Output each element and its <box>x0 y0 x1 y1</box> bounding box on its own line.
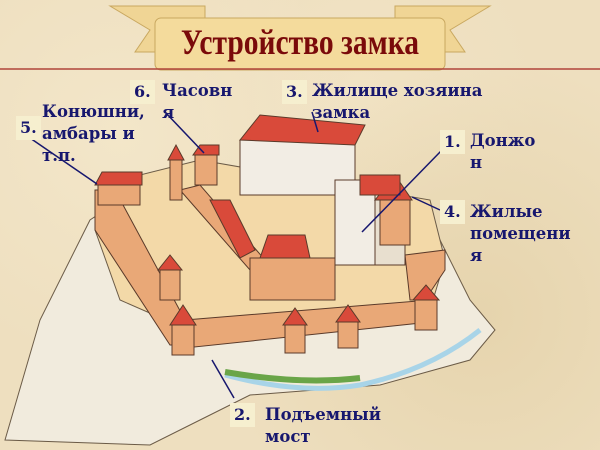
label-donjon: Донжо н <box>470 131 536 172</box>
label-number-living-quarters: 4. <box>440 200 465 224</box>
chapel <box>192 144 220 186</box>
label-number-chapel: 6. <box>130 80 155 104</box>
arrow-chapel <box>164 111 205 154</box>
arrow-drawbridge <box>211 359 235 399</box>
label-chapel: Часовн я <box>162 81 233 122</box>
pointer-arrows <box>29 111 443 399</box>
page-title: Устройство замка <box>180 22 420 62</box>
arrow-stables <box>29 137 98 185</box>
river <box>224 328 482 391</box>
label-number-drawbridge: 2. <box>230 403 255 427</box>
label-number-donjon: 1. <box>440 130 465 154</box>
arrow-living-quarters <box>411 196 441 211</box>
label-number-lords-house: 3. <box>282 80 307 104</box>
inner-building <box>209 199 336 301</box>
label-drawbridge: Подъемный мост <box>265 405 381 446</box>
label-lords-house: Жилище хозяина замка <box>312 81 483 122</box>
arrow-lords-house <box>311 111 319 133</box>
label-living-quarters: Жилые помещени я <box>470 202 571 265</box>
arrow-donjon <box>361 149 443 233</box>
title-banner <box>108 5 492 71</box>
bushes <box>224 369 361 384</box>
label-number-stables: 5. <box>16 116 41 140</box>
label-stables: Конюшни, амбары и т.п. <box>42 102 145 165</box>
towers <box>156 143 441 356</box>
stables <box>94 171 143 206</box>
